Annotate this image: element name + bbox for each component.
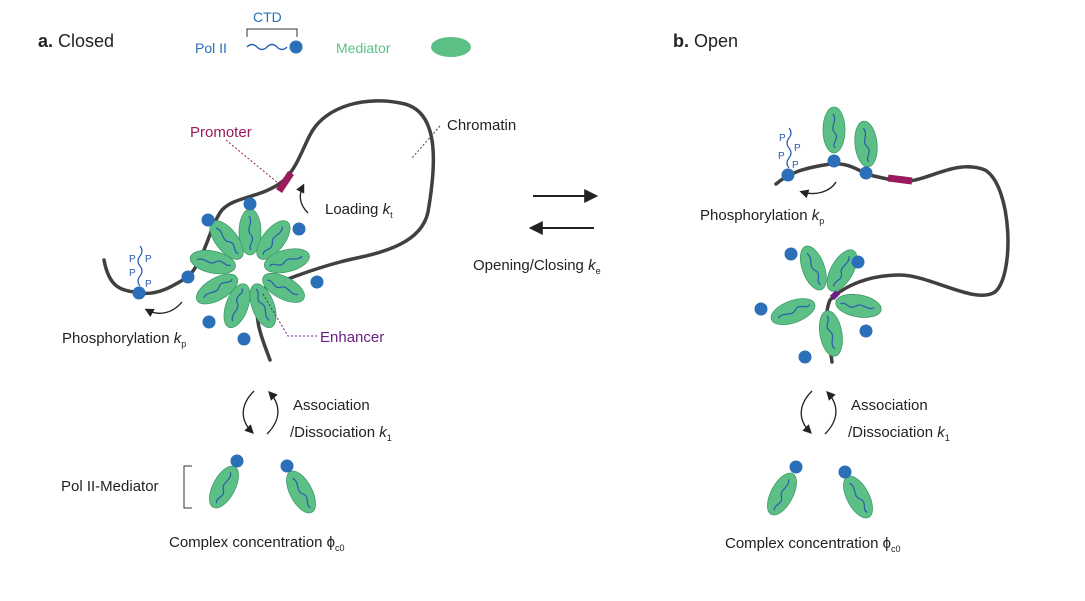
free-pol2-a2 [280,459,294,473]
phospho-p: P [794,143,801,154]
assoc-arrow-down-a [242,390,255,434]
enhancer-label: Enhancer [320,329,384,346]
promoter-segment-a [276,171,294,193]
enhancer-leader [262,293,318,337]
chromatin-label: Chromatin [447,117,516,134]
conc-label-a: Complex concentration ϕc0 [169,534,345,553]
loading-label: Loading kt [325,201,393,220]
pol2-dots-a [132,197,324,346]
assoc-arrow-up-a [266,390,279,435]
mediator-promoter-b1 [822,106,846,154]
chromatin-leader [411,125,441,159]
legend-mediator-icon [431,37,471,57]
assoc-arrow-down-b [800,390,813,434]
loading-arrow [296,183,309,214]
phosph-arrow-b [799,181,837,199]
complex-bracket [183,465,192,509]
ctd-tail-b [786,127,792,169]
legend-pol2-label: Pol II [195,40,227,56]
phosph-label-b: Phosphorylation kp [700,207,824,226]
mediator-promoter-b2 [852,119,880,169]
phospho-p: P [779,133,786,144]
pol2-dots-b [754,247,873,364]
pol2-promoter-b2 [859,166,873,180]
free-complex-b2 [836,470,880,524]
assoc-arrow-up-b [824,390,837,435]
phospho-p: P [145,254,152,265]
promoter-label: Promoter [190,124,252,141]
conc-label-b: Complex concentration ϕc0 [725,535,901,554]
mediator-cluster-b [767,242,884,359]
legend-mediator-label: Mediator [336,40,391,56]
panel-b-label: b.Open [673,31,738,51]
enhancer-segment-b [829,289,841,301]
free-pol2-b1 [789,460,803,474]
pol2-elongating-b [781,168,795,182]
assoc-label-b: Association /Dissociation k1 [848,397,950,443]
opening-closing-label: Opening/Closing ke [473,257,601,276]
phosph-arrow-a [144,301,183,318]
free-pol2-b2 [838,465,852,479]
phospho-p: P [792,160,799,171]
legend-ctd-label: CTD [253,9,282,25]
phosph-label-a: Phosphorylation kp [62,330,186,349]
legend-ctd-tail [246,43,288,51]
phospho-p: P [778,151,785,162]
phospho-p: P [129,254,136,265]
pol2-promoter-b1 [827,154,841,168]
panel-a-label: a.Closed [38,31,114,51]
promoter-leader [225,139,279,184]
ctd-tail-a [137,245,143,287]
complex-label: Pol II-Mediator [61,478,159,495]
free-complex-a2 [279,465,323,519]
phospho-p: P [145,279,152,290]
free-complex-a1 [202,460,246,514]
legend-pol2-icon [289,40,303,54]
phospho-p: P [129,268,136,279]
legend: CTD Pol II Mediator [195,9,471,57]
chromatin-strand-b [774,162,1010,364]
legend-ctd-bracket [246,28,298,37]
free-complex-b1 [760,467,804,521]
promoter-segment-b [887,174,913,185]
assoc-label-a: Association /Dissociation k1 [290,397,392,443]
free-pol2-a1 [230,454,244,468]
